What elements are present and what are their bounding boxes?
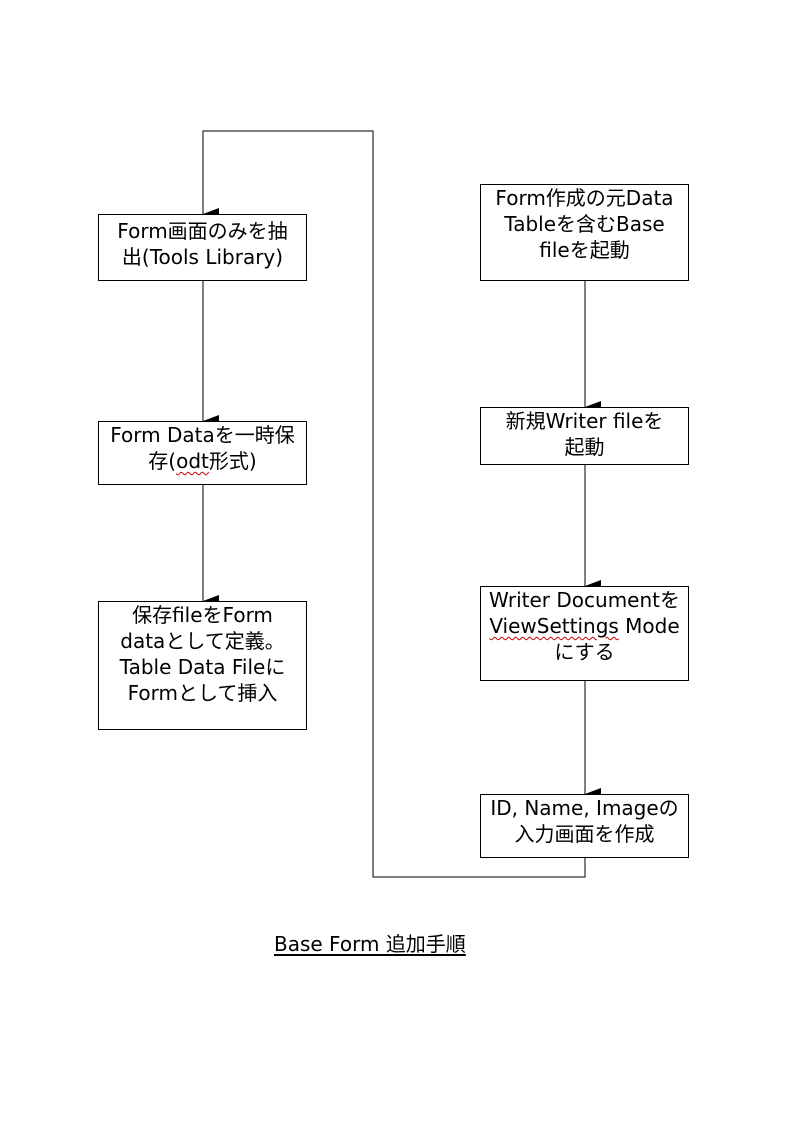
- step-box-launch-base: Form作成の元Data Tableを含むBase fileを起動: [480, 184, 689, 281]
- step-text: Form画面のみを抽: [117, 219, 288, 243]
- step-text: dataとして定義。: [120, 629, 285, 653]
- step-text: Tableを含むBase: [504, 212, 665, 236]
- step-text: 起動: [564, 435, 605, 459]
- diagram-caption: Base Form 追加手順: [274, 932, 466, 956]
- step-text: Writer Documentを: [489, 588, 680, 612]
- step-text: 保存fileをForm: [132, 603, 273, 627]
- step-box-launch-writer: 新規Writer fileを 起動: [480, 407, 689, 465]
- spellcheck-underlined-word: ViewSettings: [489, 614, 619, 638]
- step-text: にする: [554, 640, 615, 664]
- step-text: Formとして挿入: [127, 681, 278, 705]
- step-text: fileを起動: [539, 238, 630, 262]
- step-box-define-form: 保存fileをForm dataとして定義。 Table Data Fileに …: [98, 601, 307, 730]
- step-text: ViewSettings Mode: [489, 614, 680, 638]
- step-box-viewsettings: Writer Documentを ViewSettings Mode にする: [480, 586, 689, 681]
- step-box-save-temp: Form Dataを一時保 存(odt形式): [98, 421, 307, 485]
- step-box-create-input: ID, Name, Imageの 入力画面を作成: [480, 794, 689, 858]
- step-box-extract-form: Form画面のみを抽 出(Tools Library): [98, 214, 307, 281]
- step-text: ID, Name, Imageの: [490, 796, 679, 820]
- step-text: Table Data Fileに: [119, 655, 286, 679]
- spellcheck-underlined-word: odt: [176, 449, 209, 473]
- step-text: Form作成の元Data: [495, 186, 674, 210]
- step-text: 存(odt形式): [148, 449, 257, 473]
- arrow-create-input-to-extract-form: [202, 130, 586, 878]
- step-text: 新規Writer fileを: [505, 409, 664, 433]
- step-text: Form Dataを一時保: [110, 423, 295, 447]
- step-text: 出(Tools Library): [121, 245, 284, 269]
- step-text: 入力画面を作成: [514, 822, 655, 846]
